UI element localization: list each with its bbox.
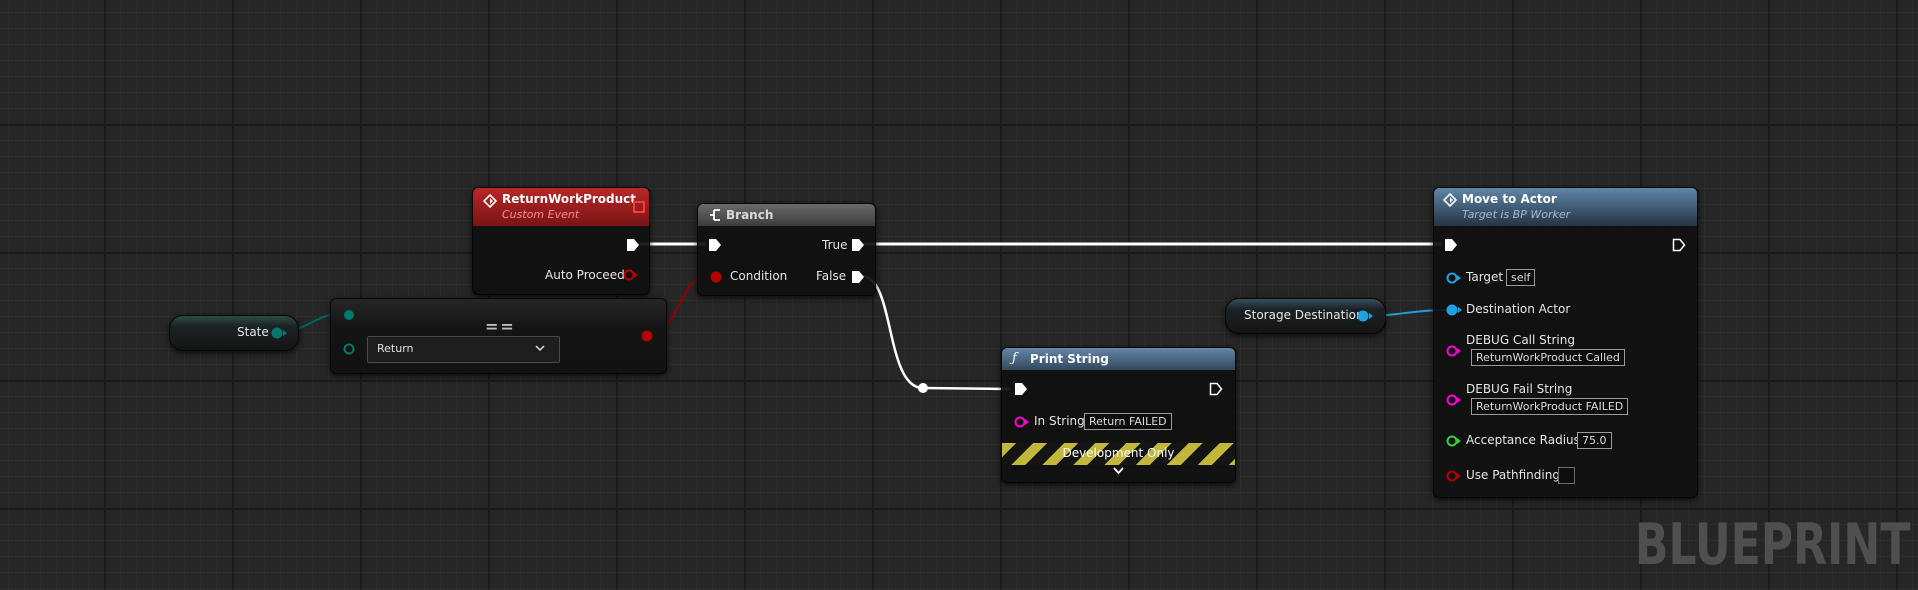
debug-call-string-label: DEBUG Call String [1466, 333, 1575, 347]
false-label: False [816, 269, 847, 283]
acceptance-radius-label: Acceptance Radius [1466, 433, 1580, 447]
equal-enum-node[interactable]: == Return [330, 298, 667, 374]
storage-destination-variable-node[interactable]: Storage Destination [1225, 298, 1386, 334]
node-subtitle: Custom Event [502, 208, 580, 221]
branch-node[interactable]: Branch True Condition False [697, 203, 876, 296]
exec-out-pin[interactable] [1209, 382, 1223, 396]
delegate-pin-icon[interactable] [633, 201, 645, 213]
debug-call-string-value-field[interactable]: ReturnWorkProduct Called [1471, 349, 1625, 366]
exec-wire-reroute-to-print [922, 386, 1011, 391]
print-string-node[interactable]: ƒ Print String In String Return FAILED D… [1001, 347, 1236, 483]
development-only-banner: Development Only [1002, 443, 1235, 465]
development-only-label: Development Only [1062, 446, 1175, 460]
state-enum-out-pin[interactable] [271, 326, 287, 340]
false-exec-out-pin[interactable] [851, 270, 865, 284]
debug-fail-string-label: DEBUG Fail String [1466, 382, 1573, 396]
condition-bool-pin[interactable] [709, 270, 723, 284]
true-exec-out-pin[interactable] [851, 238, 865, 252]
bool-out-pin[interactable] [640, 329, 654, 343]
expand-chevron-icon[interactable] [1113, 467, 1124, 475]
state-label: State [237, 325, 269, 339]
enum-dropdown[interactable]: Return [367, 336, 560, 363]
node-title: ReturnWorkProduct [502, 192, 637, 206]
node-title: Branch [726, 208, 774, 222]
acceptance-radius-value-field[interactable]: 75.0 [1577, 432, 1612, 449]
in-string-pin[interactable] [1014, 415, 1030, 429]
exec-in-pin[interactable] [1444, 238, 1458, 252]
storage-destination-label: Storage Destination [1244, 308, 1364, 322]
target-label: Target [1466, 270, 1504, 284]
blueprint-watermark: BLUEPRINT [1634, 512, 1910, 578]
debug-fail-string-value-field[interactable]: ReturnWorkProduct FAILED [1471, 398, 1629, 415]
true-label: True [822, 238, 848, 252]
state-variable-node[interactable]: State [169, 315, 299, 351]
event-header [473, 188, 649, 226]
node-title: Move to Actor [1462, 192, 1557, 206]
dropdown-value: Return [377, 342, 414, 355]
function-f-icon: ƒ [1012, 351, 1017, 366]
acceptance-radius-pin[interactable] [1446, 434, 1462, 448]
in-string-value-field[interactable]: Return FAILED [1084, 413, 1172, 430]
return-work-product-event-node[interactable]: ReturnWorkProduct Custom Event Auto Proc… [472, 187, 650, 295]
event-diamond-icon [483, 194, 497, 208]
reroute-knot[interactable] [918, 383, 928, 393]
equal-symbol: == [485, 317, 516, 336]
enum-in-pin-b[interactable] [342, 342, 356, 356]
exec-in-pin[interactable] [708, 238, 722, 252]
in-string-label: In String [1034, 414, 1085, 428]
function-header [1434, 188, 1697, 226]
target-value-field[interactable]: self [1506, 269, 1536, 286]
use-pathfinding-label: Use Pathfinding [1466, 468, 1560, 482]
condition-label: Condition [730, 269, 788, 283]
node-title: Print String [1030, 352, 1109, 366]
branch-icon [710, 209, 720, 221]
chevron-down-icon [535, 345, 545, 352]
event-diamond-icon [1443, 193, 1457, 207]
branch-header [698, 204, 875, 226]
object-out-pin[interactable] [1357, 309, 1373, 323]
move-to-actor-node[interactable]: Move to Actor Target is BP Worker Target… [1433, 187, 1698, 498]
destination-actor-pin[interactable] [1446, 303, 1462, 317]
target-pin[interactable] [1446, 271, 1462, 285]
function-header [1002, 348, 1235, 370]
node-subtitle: Target is BP Worker [1462, 208, 1571, 221]
use-pathfinding-pin[interactable] [1446, 469, 1462, 483]
exec-in-pin[interactable] [1014, 382, 1028, 396]
debug-fail-string-pin[interactable] [1446, 393, 1462, 407]
debug-call-string-pin[interactable] [1446, 344, 1462, 358]
use-pathfinding-checkbox[interactable] [1558, 467, 1575, 484]
auto-proceed-label: Auto Proceed [545, 268, 625, 282]
auto-proceed-bool-pin[interactable] [623, 268, 639, 282]
exec-out-pin[interactable] [626, 238, 640, 252]
enum-in-pin-a[interactable] [342, 308, 356, 322]
destination-actor-label: Destination Actor [1466, 302, 1571, 316]
exec-out-pin[interactable] [1672, 238, 1686, 252]
